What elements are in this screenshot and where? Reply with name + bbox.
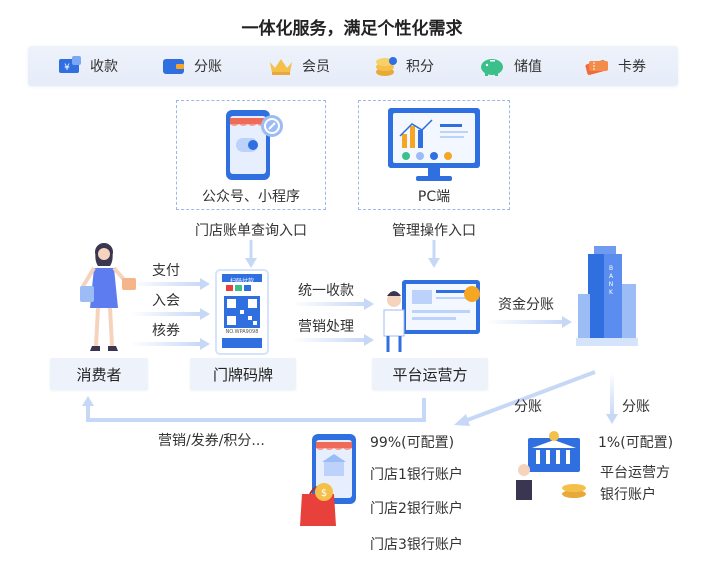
feature-label: 会员 — [302, 59, 330, 75]
qr-stand-icon — [215, 269, 269, 355]
edge-split-left: 分账 — [514, 399, 542, 415]
svg-text:A: A — [609, 273, 614, 280]
svg-text:N: N — [609, 281, 614, 288]
miniapp-entry-box — [176, 100, 326, 210]
edge-feedback: 营销/发券/积分... — [158, 433, 265, 449]
coins-icon — [376, 57, 397, 76]
edge-fund-split: 资金分账 — [498, 297, 554, 313]
edge-split-right: 分账 — [622, 399, 650, 415]
svg-text:K: K — [609, 289, 614, 296]
feature-bar: ¥ 收款 分账 会员 积分 储值 卡券 — [28, 46, 678, 86]
bank-building-icon: B A N K — [576, 246, 638, 346]
store-ratio: 99%(可配置) — [370, 435, 455, 451]
feature-stored-value: 储值 — [478, 46, 542, 86]
feature-label: 卡券 — [618, 59, 646, 75]
miniapp-caption: 公众号、小程序 — [202, 189, 300, 205]
svg-text:$: $ — [321, 488, 327, 499]
feature-label: 储值 — [514, 59, 542, 75]
coupon-icon — [585, 60, 608, 75]
feature-member: 会员 — [268, 46, 330, 86]
qr-top-text: 扫码付款 — [229, 278, 254, 285]
pc-entry-label: 管理操作入口 — [392, 223, 476, 239]
consumer-figure-icon — [80, 243, 136, 351]
node-store-qr: 门牌码牌 — [190, 358, 296, 390]
edge-join: 入会 — [152, 293, 180, 309]
svg-text:¥: ¥ — [64, 63, 70, 73]
phone-icon — [226, 110, 283, 180]
store-account-1: 门店1银行账户 — [370, 467, 463, 483]
node-platform: 平台运营方 — [372, 358, 488, 390]
platform-account-line-1: 平台运营方 — [600, 465, 670, 481]
node-consumer: 消费者 — [50, 358, 148, 390]
yen-card-icon: ¥ — [59, 56, 81, 73]
edge-pay: 支付 — [152, 263, 180, 279]
svg-text:B: B — [609, 265, 613, 272]
feature-label: 积分 — [406, 59, 434, 75]
feature-collect: ¥ 收款 — [58, 46, 118, 86]
platform-operator-icon — [383, 280, 480, 352]
feature-split: 分账 — [162, 46, 222, 86]
edge-verify: 核券 — [152, 323, 180, 339]
store-phone-icon: $ — [300, 434, 356, 526]
pc-caption: PC端 — [417, 189, 451, 205]
feature-label: 收款 — [90, 59, 118, 75]
qr-bottom-text: NO.WPA9098 — [225, 329, 259, 335]
feature-coupon: 卡券 — [584, 46, 646, 86]
edge-unified-collect: 统一收款 — [298, 283, 354, 299]
platform-account-line-2: 银行账户 — [600, 487, 656, 503]
monitor-icon — [388, 108, 480, 181]
page-title: 一体化服务，满足个性化需求 — [241, 19, 463, 39]
platform-bank-icon — [516, 431, 586, 500]
piggy-bank-icon — [481, 59, 503, 76]
miniapp-entry-label: 门店账单查询入口 — [195, 223, 307, 239]
edge-marketing: 营销处理 — [298, 319, 354, 335]
wallet-icon — [163, 59, 184, 74]
store-account-3: 门店3银行账户 — [370, 537, 463, 553]
platform-ratio: 1%(可配置) — [598, 435, 674, 451]
feature-points: 积分 — [374, 46, 434, 86]
pc-entry-box — [358, 100, 510, 210]
store-account-2: 门店2银行账户 — [370, 501, 463, 517]
feature-label: 分账 — [194, 59, 222, 75]
crown-icon — [270, 59, 292, 75]
